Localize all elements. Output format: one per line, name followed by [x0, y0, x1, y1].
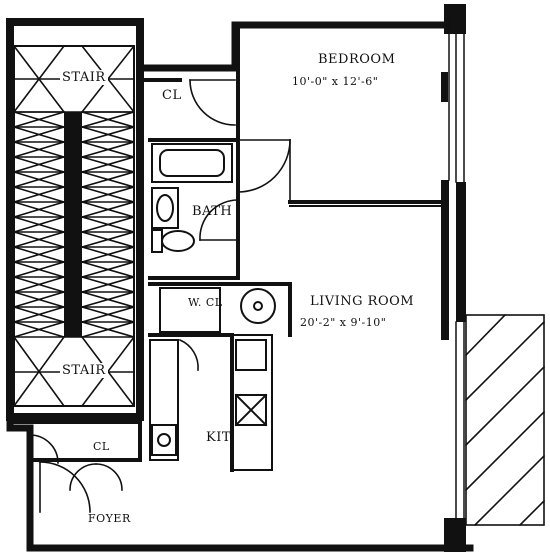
stair-tread — [81, 156, 135, 173]
stair-tread — [13, 306, 65, 323]
bedroom-dimensions: 10'-0" x 12'-6" — [292, 75, 379, 88]
kitchen-label: KIT — [206, 430, 232, 445]
stair-tread — [81, 216, 135, 233]
stair-tread — [81, 186, 135, 203]
stair-tread — [13, 126, 65, 143]
doors — [29, 79, 291, 513]
walk-in-closet-label: W. CL — [188, 296, 223, 309]
stair-core — [6, 18, 144, 421]
closet-label-foyer: CL — [93, 440, 110, 453]
living-room-label: LIVING ROOM — [310, 294, 415, 309]
stair-tread — [13, 201, 65, 218]
stair-tread — [13, 111, 65, 128]
bathtub — [151, 143, 233, 183]
stair-tread — [81, 126, 135, 143]
kitchen — [149, 334, 273, 471]
right-wall — [441, 4, 466, 552]
foyer-label: FOYER — [88, 512, 131, 525]
stair-tread — [81, 246, 135, 263]
stair-tread — [81, 111, 135, 128]
stair-tread — [13, 291, 65, 308]
stair-tread — [13, 171, 65, 188]
living-room-dimensions: 20'-2" x 9'-10" — [300, 316, 387, 329]
bedroom-label: BEDROOM — [318, 52, 396, 67]
stair-tread — [13, 216, 65, 233]
stair-tread — [13, 276, 65, 293]
toilet — [151, 229, 195, 253]
stair-tread — [13, 261, 65, 278]
stair-tread — [13, 321, 65, 338]
stair-label-top: STAIR — [60, 70, 108, 85]
stair-tread — [13, 141, 65, 158]
bath-sink — [151, 187, 179, 229]
stair-tread — [81, 276, 135, 293]
closet-label-top: CL — [162, 88, 182, 103]
balcony — [464, 313, 546, 527]
stair-tread — [81, 141, 135, 158]
stair-tread — [81, 306, 135, 323]
wic-fixtures — [159, 287, 276, 333]
bath-label: BATH — [192, 204, 233, 219]
stair-label-bottom: STAIR — [60, 363, 108, 378]
stair-tread — [81, 201, 135, 218]
stair-tread — [81, 171, 135, 188]
stair-tread — [81, 321, 135, 338]
stair-tread — [81, 231, 135, 248]
stair-tread — [13, 156, 65, 173]
stair-tread — [13, 186, 65, 203]
stair-tread — [13, 246, 65, 263]
right-window-lines — [448, 19, 465, 521]
stair-tread — [13, 231, 65, 248]
stair-tread — [81, 291, 135, 308]
stair-tread — [81, 261, 135, 278]
